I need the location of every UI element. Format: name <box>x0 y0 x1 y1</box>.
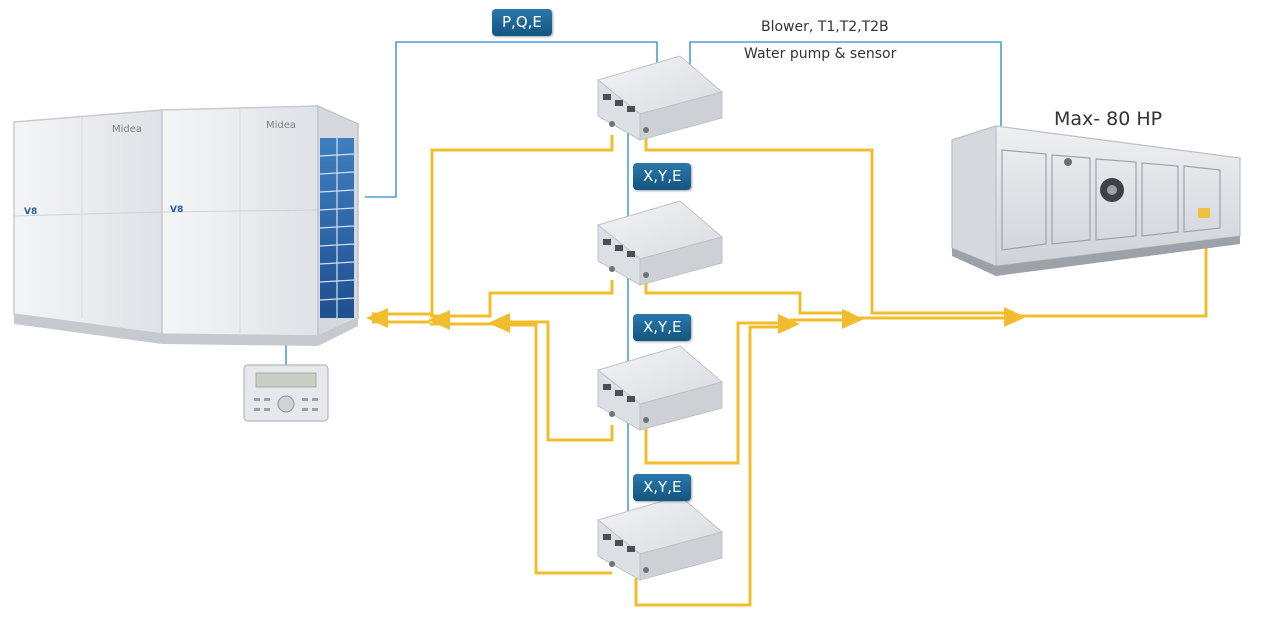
ahu-kit-box-icon <box>596 345 724 431</box>
wired-controller-icon <box>243 364 329 422</box>
vrf-outdoor-unit-icon: Midea Midea V8 V8 <box>13 104 359 346</box>
communication-wiring <box>285 41 1002 520</box>
arrow-right-1 <box>778 314 800 334</box>
arrow-right-3 <box>1004 307 1026 327</box>
flow-arrows <box>366 307 1026 334</box>
ahu-kit-box-icon <box>596 200 724 286</box>
pqe-line <box>365 41 658 198</box>
brand-label-right: Midea <box>266 120 296 131</box>
blower-signal-line <box>689 41 1002 126</box>
xye-badge-3: X,Y,E <box>633 474 692 501</box>
blower-label: Blower, T1,T2,T2B <box>761 19 889 35</box>
pump-sensor-label: Water pump & sensor <box>744 46 897 62</box>
series-label-right: V8 <box>170 205 183 215</box>
arrow-left-2 <box>428 310 450 330</box>
arrow-left-1 <box>366 308 388 328</box>
arrow-right-2 <box>842 309 864 329</box>
series-label-left: V8 <box>24 207 37 217</box>
arrow-left-3 <box>488 313 510 333</box>
air-handling-unit-icon <box>951 125 1241 276</box>
brand-label-left: Midea <box>112 124 142 135</box>
xye-badge-2: X,Y,E <box>633 314 692 341</box>
xye-badge-1: X,Y,E <box>633 163 692 190</box>
ahu-kit-box-icon <box>596 495 724 581</box>
capacity-label: Max- 80 HP <box>1054 108 1163 130</box>
ahu-kit-box-icon <box>596 55 724 141</box>
refrigerant-piping <box>372 135 1208 607</box>
pqe-badge: P,Q,E <box>492 9 552 36</box>
